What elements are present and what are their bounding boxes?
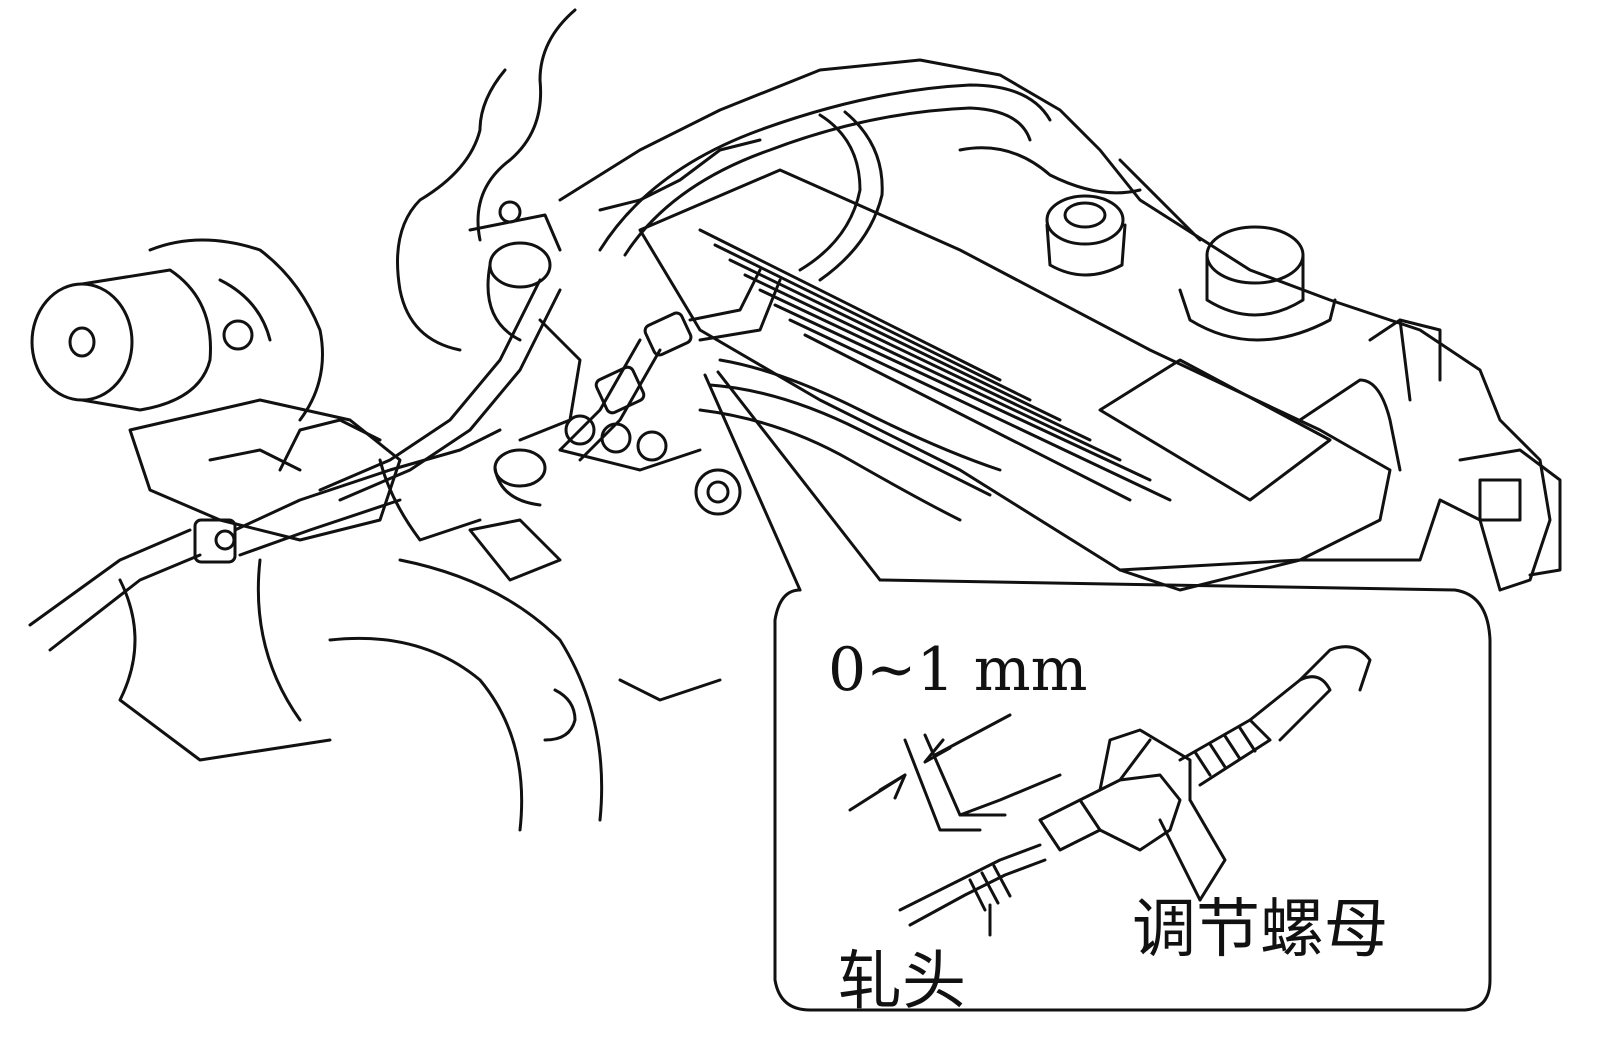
gap-dimension [848, 713, 1012, 812]
upper-hoses [598, 83, 1202, 282]
cable-adjuster-engine [558, 311, 742, 516]
detail-callout [773, 578, 1492, 1012]
valve-cover [638, 168, 1392, 572]
callout-bracket [903, 733, 1062, 832]
throttle-body [468, 200, 582, 507]
cable-head [898, 843, 1047, 937]
threaded-rod [1178, 645, 1372, 787]
distributor-cap [1045, 194, 1127, 277]
alternator [128, 238, 402, 542]
cable-head-label: 轧头 [838, 945, 966, 1019]
lower-engine [118, 458, 722, 832]
adjusting-nut-label: 调节螺母 [1132, 893, 1388, 967]
pulley [30, 268, 212, 412]
linkage [28, 418, 502, 652]
gap-dimension-label: 0~1 mm [828, 635, 1088, 705]
throttle-cables [318, 268, 1002, 522]
right-fittings [1298, 318, 1562, 577]
air-intake-hose [396, 8, 577, 352]
oil-filler-cap [1178, 225, 1337, 342]
callout-leaders [703, 370, 882, 592]
adjusting-nut [1038, 728, 1227, 902]
